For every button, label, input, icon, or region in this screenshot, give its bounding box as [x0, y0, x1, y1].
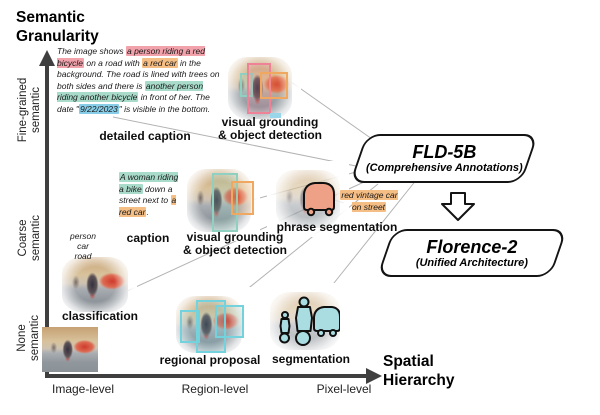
segmentation-image [261, 283, 349, 359]
y-tick-coarse-line1: Coarse [17, 219, 29, 257]
fld-5b-box: FLD-5B (Comprehensive Annotations) [349, 134, 539, 183]
x-tick-pixel-level: Pixel-level [316, 382, 372, 396]
caption-fragment: down a street next to [119, 183, 173, 206]
y-tick-fine-grained: Fine-grained semantic [17, 65, 45, 155]
x-axis-arrow [366, 368, 382, 384]
visual-grounding-top-label-line2: & object detection [217, 128, 322, 142]
x-axis-title-line2: Hierarchy [383, 372, 455, 389]
y-tick-fine-grained-line2: semantic [30, 86, 42, 134]
caption-label: caption [126, 231, 170, 245]
y-axis-title-line1: Semantic [16, 9, 85, 26]
phrase-segmentation-image [267, 161, 349, 237]
caption-fragment: on a road with [83, 57, 143, 68]
y-axis-arrow [39, 50, 55, 66]
caption-text: A woman riding a bike down a street next… [119, 172, 179, 218]
x-axis-title-line1: Spatial [383, 353, 434, 370]
segmentation-label: segmentation [271, 352, 350, 366]
y-tick-coarse-line2: semantic [30, 214, 42, 262]
visual-grounding-mid-label-line2: & object detection [182, 243, 287, 257]
x-axis-title: Spatial Hierarchy [383, 352, 455, 390]
caption-fragment: in the background. The road is lined wit… [57, 57, 220, 91]
highlighted-phrase-blue: 9/22/2023 [78, 103, 119, 114]
car-mask-salmon [303, 182, 335, 217]
bbox-date-text [270, 113, 281, 118]
visual-grounding-top-label: visual grounding & object detection [209, 116, 331, 142]
fld-5b-subtitle: (Comprehensive Annotations) [365, 162, 523, 174]
fld-5b-title: FLD-5B [411, 142, 476, 162]
down-arrow-icon [441, 192, 475, 221]
florence-2-title: Florence-2 [426, 236, 518, 257]
classification-classes: person car road [60, 231, 106, 261]
caption-fragment: in front of her. The date " [57, 92, 210, 114]
regional-proposal-label: regional proposal [159, 353, 261, 367]
bbox-red-car [260, 72, 288, 99]
bbox-proposal-3 [215, 305, 244, 338]
caption-fragment: The image shows [57, 46, 126, 56]
class-car: car [77, 241, 89, 251]
x-tick-region-level: Region-level [181, 382, 249, 396]
bbox-proposal-1 [180, 310, 200, 343]
classification-image [53, 248, 137, 321]
y-tick-none-line2: semantic [29, 314, 41, 362]
y-tick-fine-grained-line1: Fine-grained [17, 77, 29, 143]
y-tick-coarse: Coarse semantic [17, 193, 45, 283]
detailed-caption-label: detailed caption [99, 129, 191, 143]
y-tick-none: None semantic [16, 293, 44, 383]
phrase-segmentation-label: phrase segmentation [276, 220, 398, 234]
class-person: person [70, 231, 96, 241]
y-axis-title: Semantic Granularity [16, 8, 99, 46]
x-tick-image-level: Image-level [51, 382, 115, 396]
visual-grounding-mid-image [178, 160, 260, 241]
florence-2-subtitle: (Unified Architecture) [415, 256, 529, 269]
highlighted-phrase-orange: red vintage car on street [340, 190, 398, 212]
road-scene-thumbnail [62, 257, 128, 312]
bbox-person-bicycle [247, 63, 271, 114]
visual-grounding-mid-label-line1: visual grounding [186, 230, 284, 244]
visual-grounding-top-label-line1: visual grounding [221, 115, 319, 129]
class-road: road [74, 251, 92, 261]
bbox-proposal-2 [196, 300, 226, 353]
florence-2-box: Florence-2 (Unified Architecture) [376, 229, 568, 277]
visual-grounding-top-image [219, 48, 301, 128]
regional-proposal-image [167, 287, 251, 362]
bbox-red-car [231, 181, 254, 215]
detailed-caption-text: The image shows a person riding a red bi… [57, 46, 220, 115]
visual-grounding-mid-label: visual grounding & object detection [174, 231, 296, 257]
raw-photo-image-level [42, 327, 98, 372]
caption-fragment: " is visible in the bottom. [118, 103, 211, 114]
caption-fragment: . [146, 206, 149, 217]
highlighted-phrase-orange: a red car [142, 57, 178, 68]
y-axis-title-line2: Granularity [16, 28, 99, 45]
road-scene-photo [42, 327, 98, 372]
phrase-segmentation-text: red vintage car on street [336, 190, 402, 213]
road-scene-thumbnail [187, 169, 251, 232]
classification-label: classification [61, 309, 139, 323]
segmentation-masks-cyan [279, 296, 340, 346]
y-tick-none-line1: None [16, 324, 28, 352]
bbox-other-cyclist [240, 73, 253, 97]
